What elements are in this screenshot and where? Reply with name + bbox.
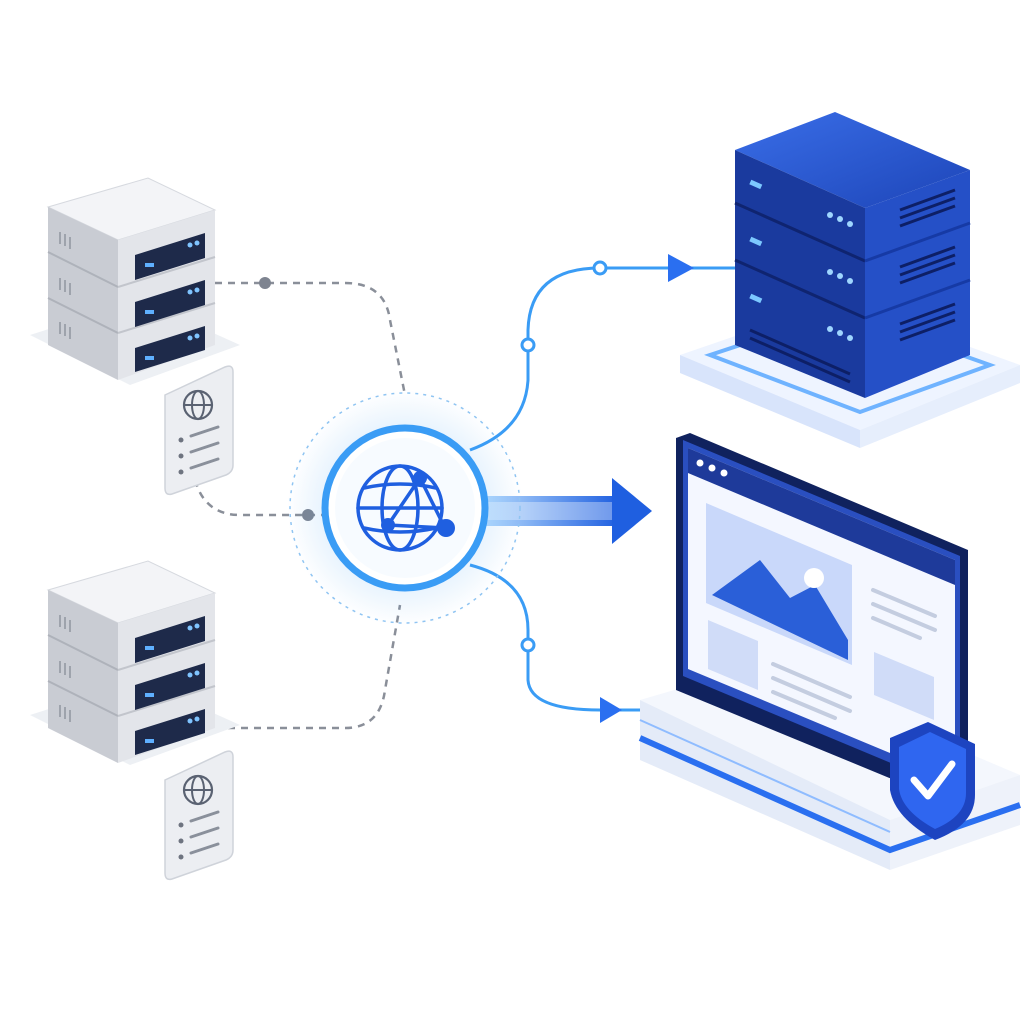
gray-server-stack-icon: [46, 177, 217, 380]
source-server-2: [30, 560, 240, 765]
target-server: [680, 112, 1020, 448]
connection-hub-to-target-server: [469, 254, 735, 452]
globe-list-document-icon: [164, 365, 234, 496]
connection-hub-to-website: [469, 563, 640, 723]
globe-list-document-icon: [164, 750, 234, 881]
network-globe-icon: [356, 464, 447, 552]
connection-server2-to-hub: [215, 604, 402, 730]
arrowhead-icon: [600, 697, 622, 723]
source-server-1: [30, 177, 240, 385]
blue-server-stack-icon: [734, 112, 971, 398]
gray-server-stack-icon: [46, 560, 217, 763]
globe-list-document-2: [164, 750, 234, 881]
browser-window-icon: [676, 433, 968, 805]
target-website: [638, 433, 1021, 870]
network-hub: [287, 390, 523, 626]
globe-list-document-1: [164, 365, 234, 496]
arrowhead-icon: [668, 254, 694, 282]
connection-server1-to-hub: [215, 277, 407, 396]
shield-check-icon: [890, 722, 975, 840]
